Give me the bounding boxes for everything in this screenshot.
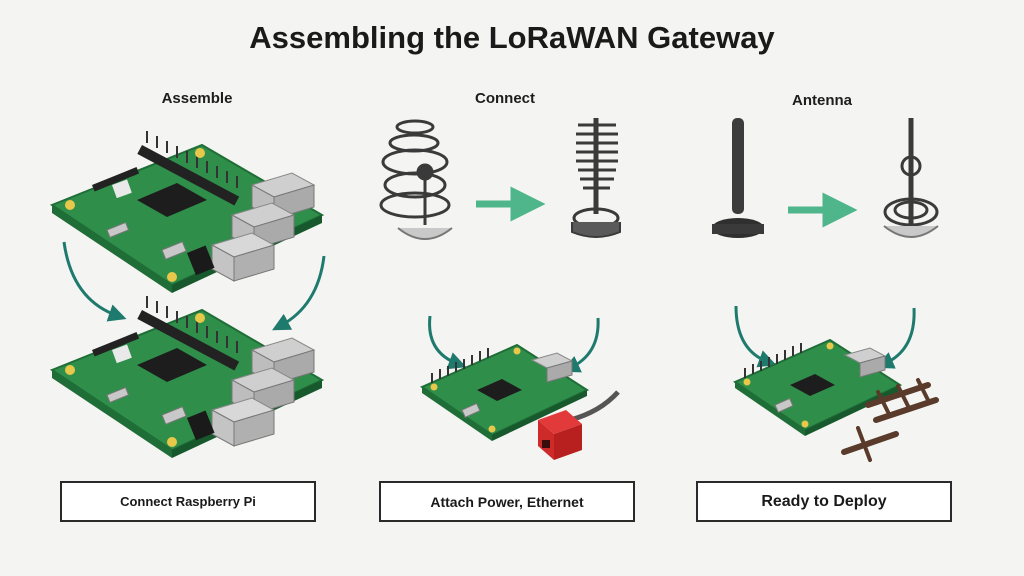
comb-antenna-icon xyxy=(571,118,621,238)
caption-text: Ready to Deploy xyxy=(761,492,887,510)
page-title: Assembling the LoRaWAN Gateway xyxy=(249,20,775,55)
caption-box-antenna: Ready to Deploy xyxy=(696,481,952,522)
caption-box-assemble: Connect Raspberry Pi xyxy=(60,481,316,522)
column-label-assemble: Assemble xyxy=(161,90,233,107)
curved-arrow-icon xyxy=(561,317,600,373)
coil-antenna-icon xyxy=(379,119,453,240)
column-label-connect: Connect xyxy=(475,90,535,107)
caption-box-connect: Attach Power, Ethernet xyxy=(379,481,635,522)
raspberry-pi-board-icon xyxy=(51,130,323,294)
raspberry-pi-board-icon xyxy=(51,295,323,459)
curved-arrow-icon xyxy=(272,255,326,331)
curved-arrow-icon xyxy=(875,307,916,369)
rod-antenna-icon xyxy=(712,118,764,238)
curved-arrow-icon xyxy=(62,241,127,322)
ring-antenna-icon xyxy=(883,118,939,238)
caption-text: Connect Raspberry Pi xyxy=(120,494,256,509)
power-connector-icon xyxy=(538,390,620,460)
curved-arrow-icon xyxy=(734,305,777,368)
caption-text: Attach Power, Ethernet xyxy=(430,493,584,510)
curved-arrow-icon xyxy=(428,315,467,370)
pin-header-icon xyxy=(841,378,939,462)
column-label-antenna: Antenna xyxy=(792,92,852,109)
